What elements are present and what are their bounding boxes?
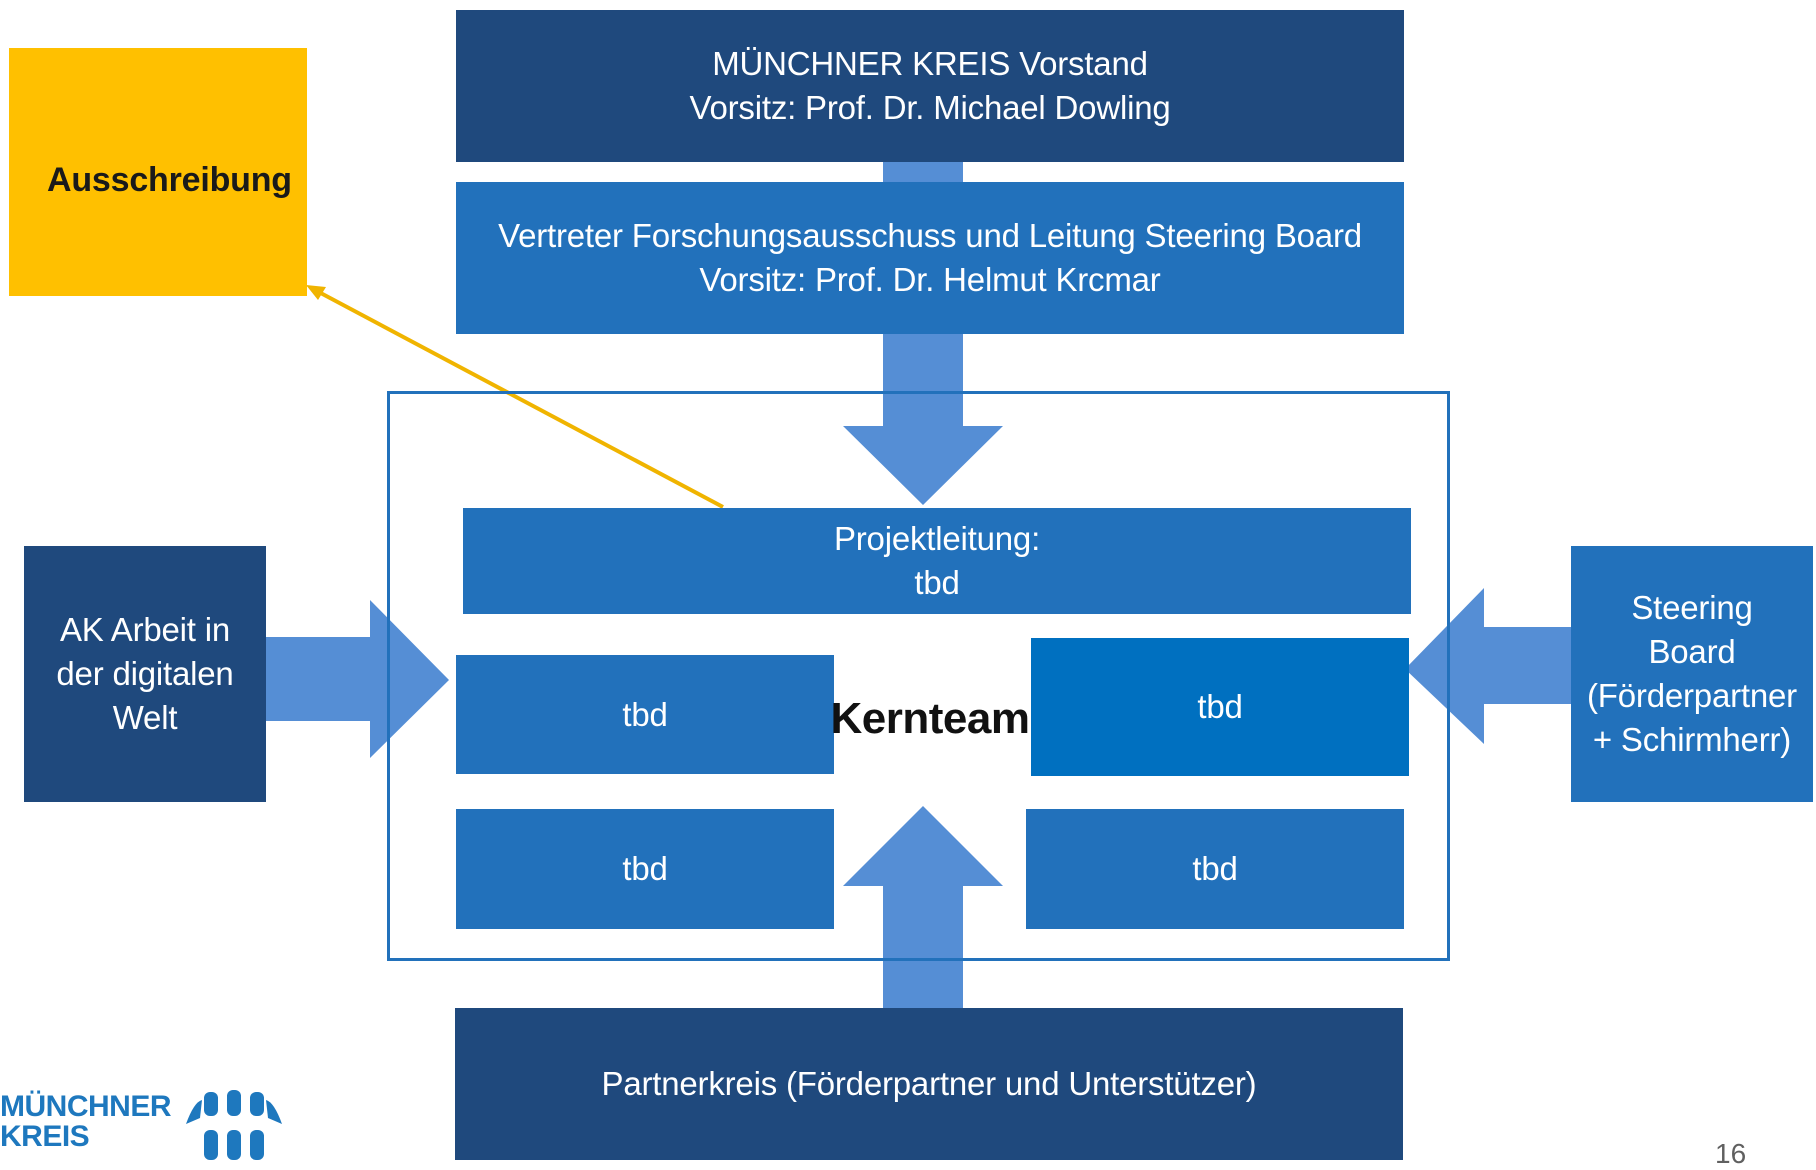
research-title: Vertreter Forschungsausschuss und Leitun…: [498, 217, 1362, 254]
project-lead-box: Projektleitung: tbd: [463, 508, 1411, 614]
steering-board-line: + Schirmherr): [1592, 721, 1792, 758]
research-box: Vertreter Forschungsausschuss und Leitun…: [456, 182, 1404, 334]
working-group-box: AK Arbeit in der digitalen Welt: [24, 546, 266, 802]
board-box: MÜNCHNER KREIS Vorstand Vorsitz: Prof. D…: [456, 10, 1404, 162]
core-team-label: Kernteam: [830, 694, 1030, 743]
working-group-line: der digitalen: [56, 655, 234, 692]
down-arrow: [843, 333, 1003, 505]
core-member-label: tbd: [1192, 850, 1238, 887]
core-member-box: tbd: [1031, 638, 1409, 776]
core-member-box: tbd: [456, 809, 834, 929]
tender-box: Ausschreibung: [9, 48, 307, 296]
partners-label: Partnerkreis (Förderpartner und Unterstü…: [601, 1065, 1257, 1102]
project-lead-value: tbd: [914, 564, 960, 601]
tender-label: Ausschreibung: [47, 161, 292, 199]
up-arrow: [843, 806, 1003, 1008]
working-group-line: AK Arbeit in: [59, 611, 231, 648]
core-member-label: tbd: [622, 695, 668, 733]
core-member-label: tbd: [622, 850, 668, 887]
working-group-line: Welt: [112, 699, 178, 736]
muenchner-kreis-logo: MÜNCHNER KREIS: [0, 1090, 290, 1160]
tender-arrowhead: [306, 285, 326, 300]
core-team-frame: [387, 391, 1450, 961]
core-member-box: tbd: [1026, 809, 1404, 929]
core-member-box: tbd: [456, 655, 834, 774]
core-member-label: tbd: [1197, 688, 1243, 725]
partners-box: Partnerkreis (Förderpartner und Unterstü…: [455, 1008, 1403, 1160]
logo-symbol-icon: [186, 1090, 282, 1160]
right-arrow: [264, 600, 449, 758]
steering-board-line: Board: [1648, 633, 1736, 670]
steering-board-line: (Förderpartner: [1587, 677, 1797, 714]
board-connector: [883, 160, 963, 184]
logo-wordmark: MÜNCHNER KREIS: [0, 1090, 172, 1153]
board-chair: Vorsitz: Prof. Dr. Michael Dowling: [689, 89, 1171, 126]
research-chair: Vorsitz: Prof. Dr. Helmut Krcmar: [699, 261, 1161, 298]
page-number: 16: [1715, 1138, 1747, 1169]
steering-board-line: Steering: [1631, 589, 1753, 626]
board-title: MÜNCHNER KREIS Vorstand: [712, 45, 1148, 82]
tender-connector: [314, 288, 724, 509]
steering-board-box: Steering Board (Förderpartner + Schirmhe…: [1571, 546, 1813, 802]
project-lead-title: Projektleitung:: [833, 520, 1041, 557]
